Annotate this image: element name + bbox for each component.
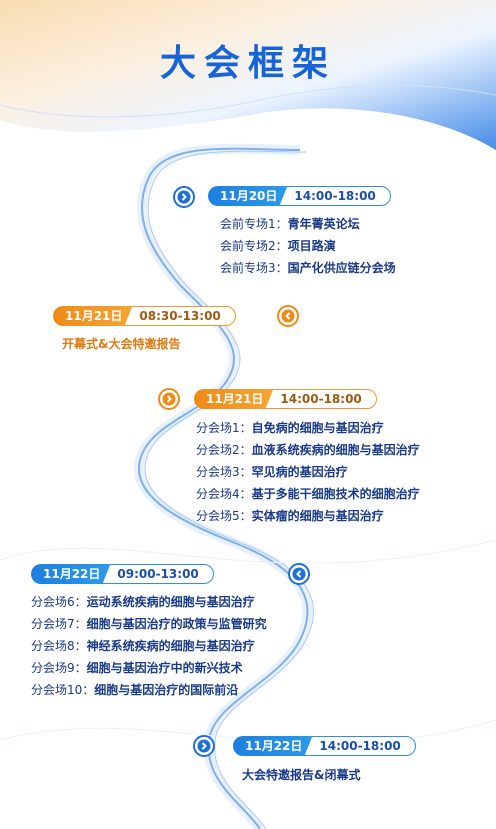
chevron-right-icon [193,735,215,757]
session-subtitle: 开幕式&大会特邀报告 [62,337,181,351]
session-item: 分会场4：基于多能干细胞技术的细胞治疗 [196,487,420,501]
date-label: 11月21日 [194,389,273,409]
page-title: 大会框架 [159,43,336,84]
date-label: 11月22日 [31,564,110,584]
date-label: 11月21日 [53,306,132,326]
session-item: 分会场5：实体瘤的细胞与基因治疗 [196,509,384,523]
time-label: 08:30-13:00 [124,306,236,326]
session-item: 分会场6：运动系统疾病的细胞与基因治疗 [31,595,255,609]
date-pill-1: 11月20日 14:00-18:00 [208,186,391,206]
chevron-right-icon [173,186,195,208]
date-pill-2: 11月21日 08:30-13:00 [53,306,236,326]
chevron-left-icon [277,305,299,327]
session-item: 分会场2：血液系统疾病的细胞与基因治疗 [196,443,420,457]
date-label: 11月22日 [233,736,312,756]
session-item: 会前专场1：青年菁英论坛 [220,217,360,231]
session-item: 会前专场2：项目路演 [220,239,336,253]
time-label: 14:00-18:00 [279,186,391,206]
session-item: 分会场1：自免病的细胞与基因治疗 [196,421,384,435]
session-item: 分会场3：罕见病的基因治疗 [196,465,348,479]
session-item: 会前专场3：国产化供应链分会场 [220,261,396,275]
session-subtitle: 大会特邀报告&闭幕式 [242,768,361,782]
session-item: 分会场9：细胞与基因治疗中的新兴技术 [31,661,243,675]
chevron-right-icon [158,388,180,410]
time-label: 09:00-13:00 [102,564,214,584]
time-label: 14:00-18:00 [304,736,416,756]
chevron-left-icon [288,563,310,585]
date-label: 11月20日 [208,186,287,206]
session-item: 分会场8：神经系统疾病的细胞与基因治疗 [31,639,255,653]
session-item: 分会场7：细胞与基因治疗的政策与监管研究 [31,617,267,631]
date-pill-5: 11月22日 14:00-18:00 [233,736,416,756]
date-pill-3: 11月21日 14:00-18:00 [194,389,377,409]
session-item: 分会场10：细胞与基因治疗的国际前沿 [31,683,239,697]
date-pill-4: 11月22日 09:00-13:00 [31,564,214,584]
time-label: 14:00-18:00 [265,389,377,409]
